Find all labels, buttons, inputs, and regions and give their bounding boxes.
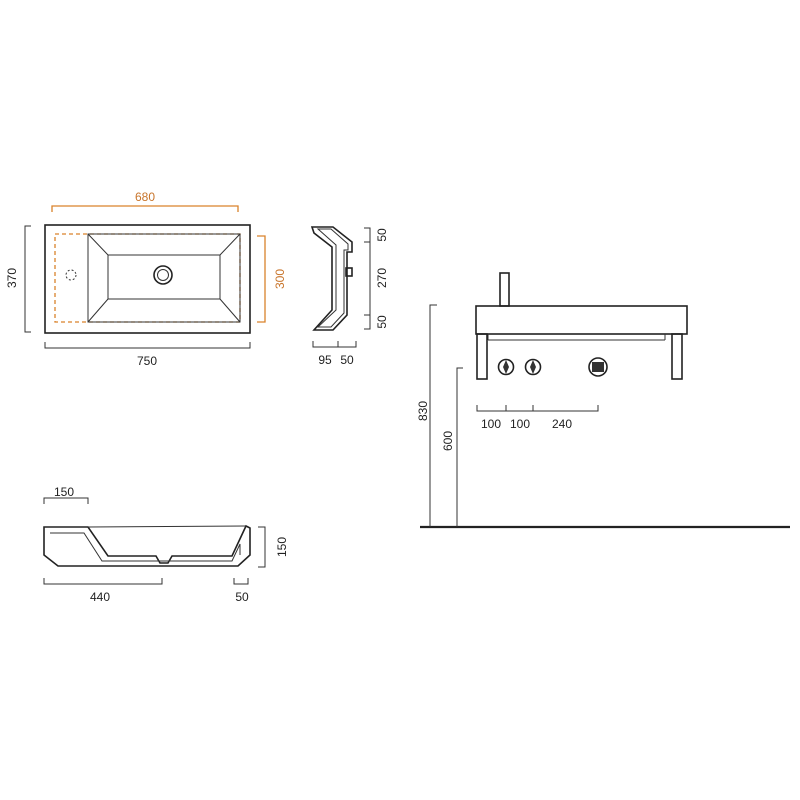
basin-outline-top (44, 224, 251, 334)
bowl-inner (107, 254, 221, 300)
tap-hole-icon (65, 269, 77, 281)
inner-depth-dimension-line (257, 235, 266, 323)
cold-valve-icon (524, 358, 542, 376)
inner-width-label: 680 (135, 190, 155, 204)
inner-depth-label: 300 (273, 269, 287, 289)
spacing-dimension-line (476, 405, 599, 412)
overall-width-dimension-line (44, 342, 251, 349)
ledge-dimension-line (43, 497, 89, 504)
spacing-3-label: 240 (552, 417, 572, 431)
wall-label: 50 (340, 353, 354, 367)
side-width-dimension-line (312, 341, 357, 348)
overall-width-label: 750 (137, 354, 157, 368)
front-height-label: 150 (275, 537, 289, 557)
inner-area-dashed (54, 233, 241, 323)
overall-depth-dimension-line (24, 225, 31, 333)
spacing-2-label: 100 (510, 417, 530, 431)
middle-height-label: 270 (375, 268, 389, 288)
hot-valve-icon (497, 358, 515, 376)
bowl-outer (87, 233, 241, 323)
mount-height-label: 830 (416, 401, 430, 421)
top-rim-label: 50 (375, 228, 389, 242)
right-wall-dimension-line (233, 578, 249, 585)
overall-depth-label: 370 (5, 268, 19, 288)
left-leg (476, 333, 488, 380)
spacing-1-label: 100 (481, 417, 501, 431)
base-depth-label: 95 (318, 353, 332, 367)
side-profile-inner (316, 228, 349, 328)
front-profile-inner (50, 532, 241, 562)
tap-spout (499, 272, 510, 307)
side-section: 50 270 50 95 50 (310, 226, 389, 367)
right-leg (671, 333, 683, 380)
bowl-length-label: 440 (90, 590, 110, 604)
top-view: 680 370 300 750 (5, 190, 287, 368)
bottom-rim-label: 50 (375, 315, 389, 329)
mount-height-dimension-line (429, 304, 437, 527)
waste-outlet-icon (588, 357, 608, 377)
elevation-view: 830 600 100 100 240 (416, 272, 790, 529)
drain-icon (153, 265, 173, 285)
front-profile-outer (43, 524, 251, 567)
ledge-label: 150 (54, 485, 74, 499)
side-profile-outer (310, 226, 353, 331)
front-height-dimension-line (258, 526, 266, 568)
inner-width-dimension-line (51, 205, 239, 212)
basin-body-front (475, 305, 688, 335)
tap-height-dimension-line (456, 367, 463, 527)
front-section: 150 150 440 50 (43, 485, 289, 604)
right-wall-label: 50 (235, 590, 249, 604)
overflow-slot (345, 267, 353, 277)
bowl-length-dimension-line (43, 578, 163, 585)
side-height-dimension-line (364, 227, 371, 330)
tap-height-label: 600 (441, 431, 455, 451)
